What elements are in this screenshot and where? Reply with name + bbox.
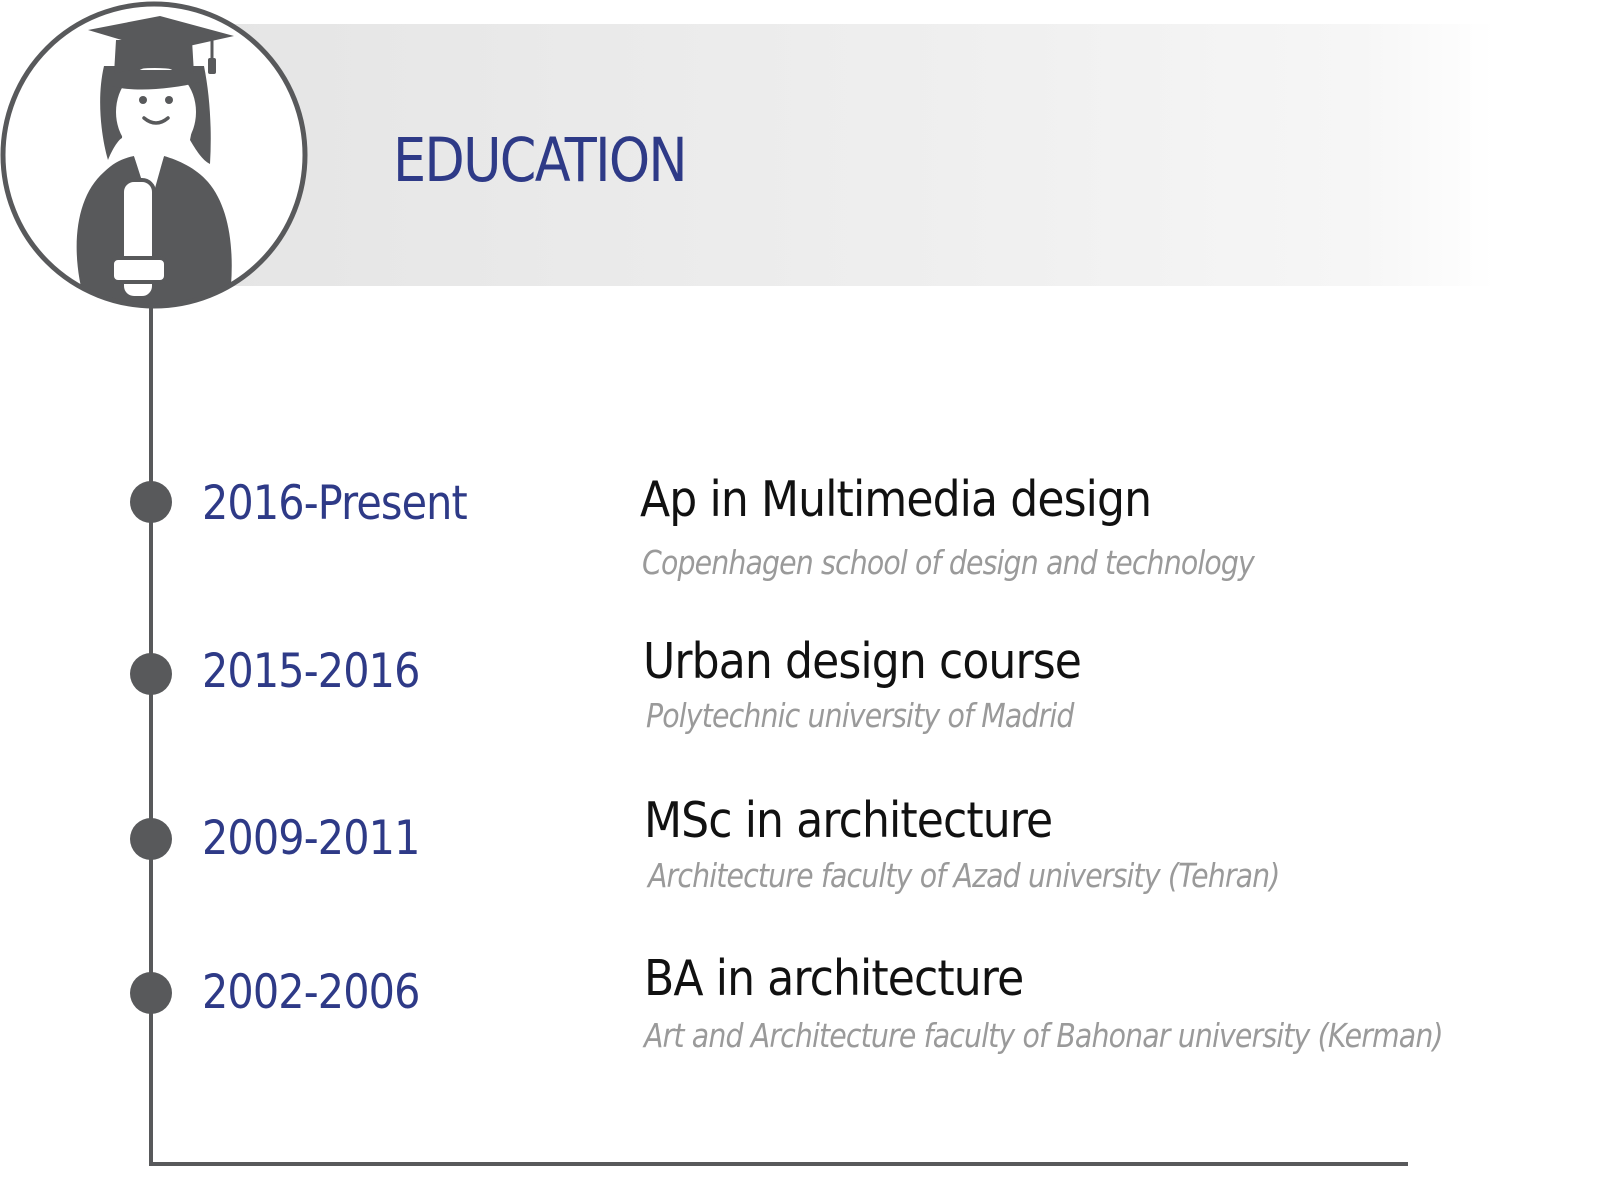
entry-years: 2016-Present	[202, 476, 468, 531]
entry-years: 2002-2006	[202, 965, 420, 1020]
timeline-marker	[130, 972, 172, 1014]
entry-degree: MSc in architecture	[644, 792, 1053, 849]
graduate-woman-icon	[0, 1, 308, 309]
section-title: EDUCATION	[393, 125, 688, 196]
entry-degree: BA in architecture	[644, 950, 1024, 1007]
timeline-marker	[130, 481, 172, 523]
entry-degree: Urban design course	[643, 633, 1082, 690]
entry-school: Copenhagen school of design and technolo…	[642, 543, 1255, 582]
entry-school: Art and Architecture faculty of Bahonar …	[644, 1016, 1444, 1055]
entry-school: Architecture faculty of Azad university …	[648, 856, 1280, 895]
entry-years: 2015-2016	[202, 644, 420, 699]
header-band	[150, 24, 1495, 286]
entry-years: 2009-2011	[202, 811, 420, 866]
entry-degree: Ap in Multimedia design	[640, 471, 1152, 528]
timeline-marker	[130, 818, 172, 860]
timeline-marker	[130, 653, 172, 695]
entry-school: Polytechnic university of Madrid	[646, 696, 1074, 735]
